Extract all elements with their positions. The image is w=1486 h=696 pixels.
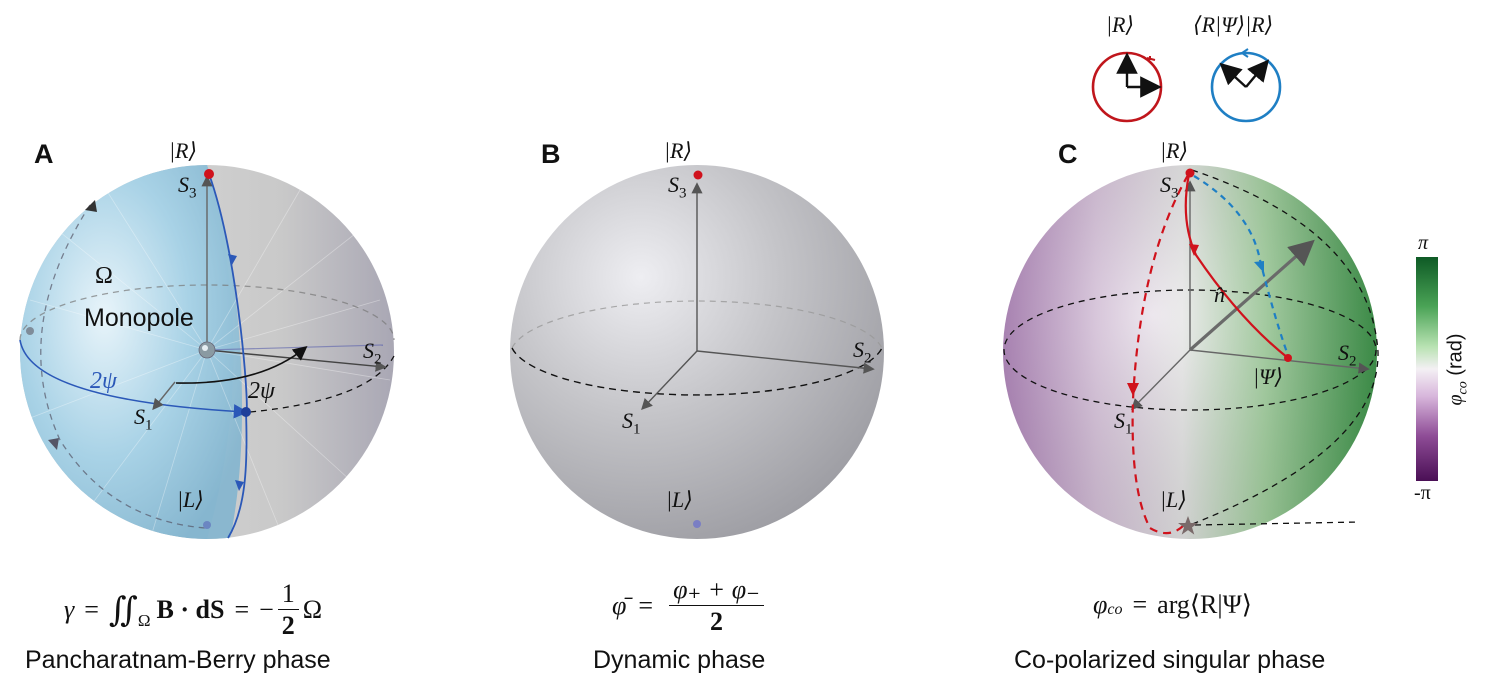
caption-dynamic-phase: Dynamic phase bbox=[593, 646, 766, 674]
state-l-label-c: |L⟩ bbox=[1160, 487, 1187, 512]
state-l-label-b: |L⟩ bbox=[666, 487, 693, 512]
panel-b-sphere bbox=[510, 165, 884, 539]
inset-r-label: |R⟩ bbox=[1106, 12, 1135, 37]
colorbar-gradient bbox=[1416, 257, 1438, 481]
s1-label-c: S1 bbox=[1114, 408, 1133, 438]
s2-label-b: S2 bbox=[853, 337, 872, 367]
panel-c-sphere bbox=[1003, 165, 1379, 539]
colorbar-label: φco (rad) bbox=[1444, 333, 1471, 406]
inset-polarization-r bbox=[1091, 51, 1163, 123]
caption-berry-phase: Pancharatnam-Berry phase bbox=[25, 646, 331, 674]
colorbar-min-tick: -π bbox=[1414, 482, 1431, 504]
panel-label-a: A bbox=[34, 139, 54, 169]
panel-a-sphere bbox=[19, 165, 395, 539]
monopole-label: Monopole bbox=[84, 304, 194, 332]
n-hat-label: n̂ bbox=[1214, 282, 1225, 307]
state-r-label-c: |R⟩ bbox=[1160, 138, 1189, 163]
s2-label-c: S2 bbox=[1338, 340, 1357, 370]
panel-label-b: B bbox=[541, 139, 561, 169]
s3-label-c: S3 bbox=[1160, 172, 1179, 202]
state-r-label-a: |R⟩ bbox=[169, 138, 198, 163]
s3-label-a: S3 bbox=[178, 172, 197, 202]
s1-label-a: S1 bbox=[134, 404, 153, 434]
inset-psi-label: ⟨R|Ψ⟩|R⟩ bbox=[1193, 12, 1274, 37]
state-l-label-a: |L⟩ bbox=[177, 487, 204, 512]
psi-state-label: |Ψ⟩ bbox=[1253, 364, 1284, 389]
s2-label-a: S2 bbox=[363, 338, 382, 368]
s3-label-b: S3 bbox=[668, 172, 687, 202]
inset-polarization-psi bbox=[1210, 48, 1282, 123]
formula-dynamic-phase: φ̄ = φ₊ + φ₋2 bbox=[612, 575, 768, 637]
angle-2psi-blue-label: 2ψ bbox=[90, 368, 117, 394]
panel-label-c: C bbox=[1058, 139, 1078, 169]
angle-2psi-black-label: 2ψ bbox=[248, 378, 275, 404]
s1-label-b: S1 bbox=[622, 408, 641, 438]
solid-angle-label: Ω bbox=[95, 263, 113, 289]
colorbar-max-tick: π bbox=[1418, 232, 1429, 254]
caption-copolarized-phase: Co-polarized singular phase bbox=[1014, 646, 1326, 674]
state-r-label-b: |R⟩ bbox=[664, 138, 693, 163]
